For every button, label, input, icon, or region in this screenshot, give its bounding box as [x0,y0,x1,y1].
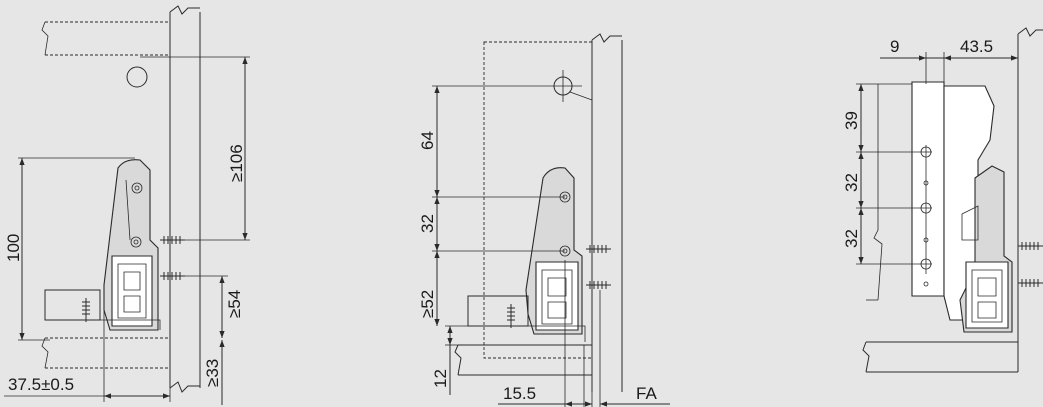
dim-a-middle: 64 [418,131,437,150]
dim-top-left-label: ≥106 [227,144,246,182]
side-panel [169,5,201,388]
hinge-right [959,165,1013,333]
dim-top-left: ≥106 [140,56,250,241]
dim-right-left-label: ≥54 [225,290,244,318]
dim-height-left: 100 [4,157,135,341]
dim-stack-right: 39 32 32 [842,83,932,265]
dim-bottom-left: ≥33 [203,340,225,405]
dim-fa-middle-label: FA [636,384,657,403]
hole-crosshair [548,70,593,102]
dim-top-b-right: 43.5 [960,37,993,56]
hole-circle [126,66,148,88]
dim-width-middle: 15.5 FA [498,260,670,407]
hinge-left [103,159,159,331]
left-diagram: 100 ≥106 ≥54 ≥33 37.5±0.5 [4,5,250,405]
middle-diagram: 64 32 ≥52 12 15.5 FA [418,33,670,407]
dim-height-left-label: 100 [4,234,23,262]
bottom-panel [454,344,592,376]
drawer-side-right [873,84,883,301]
dim-stack-middle: 64 32 ≥52 12 [418,85,565,395]
dim-top-a-right: 9 [890,37,899,56]
drawer-profile-mid [467,295,529,327]
dim-b-right: 32 [842,173,861,192]
bottom-panel-right [862,341,1018,373]
dim-right-left: ≥54 [185,275,244,338]
dim-width-left-label: 37.5±0.5 [8,375,74,394]
drawer-profile [44,289,101,321]
dim-a-right: 39 [842,111,861,130]
dim-d-middle: 12 [431,369,450,388]
dim-bottom-left-label: ≥33 [203,359,222,387]
dim-c-right: 32 [842,229,861,248]
screws-right [1018,242,1043,287]
bottom-shelf [41,337,170,369]
right-diagram: 39 32 32 9 43.5 [842,27,1043,373]
dim-width-left: 37.5±0.5 [4,310,171,402]
top-shelf [41,21,170,56]
dim-width-middle-label: 15.5 [503,384,536,403]
dim-top-right: 9 43.5 [880,36,1019,84]
screws-middle [507,245,611,328]
screws-left [82,236,185,322]
mounting-plate [911,81,995,321]
dim-b-middle: 32 [418,214,437,233]
dim-c-middle: ≥52 [418,290,437,318]
